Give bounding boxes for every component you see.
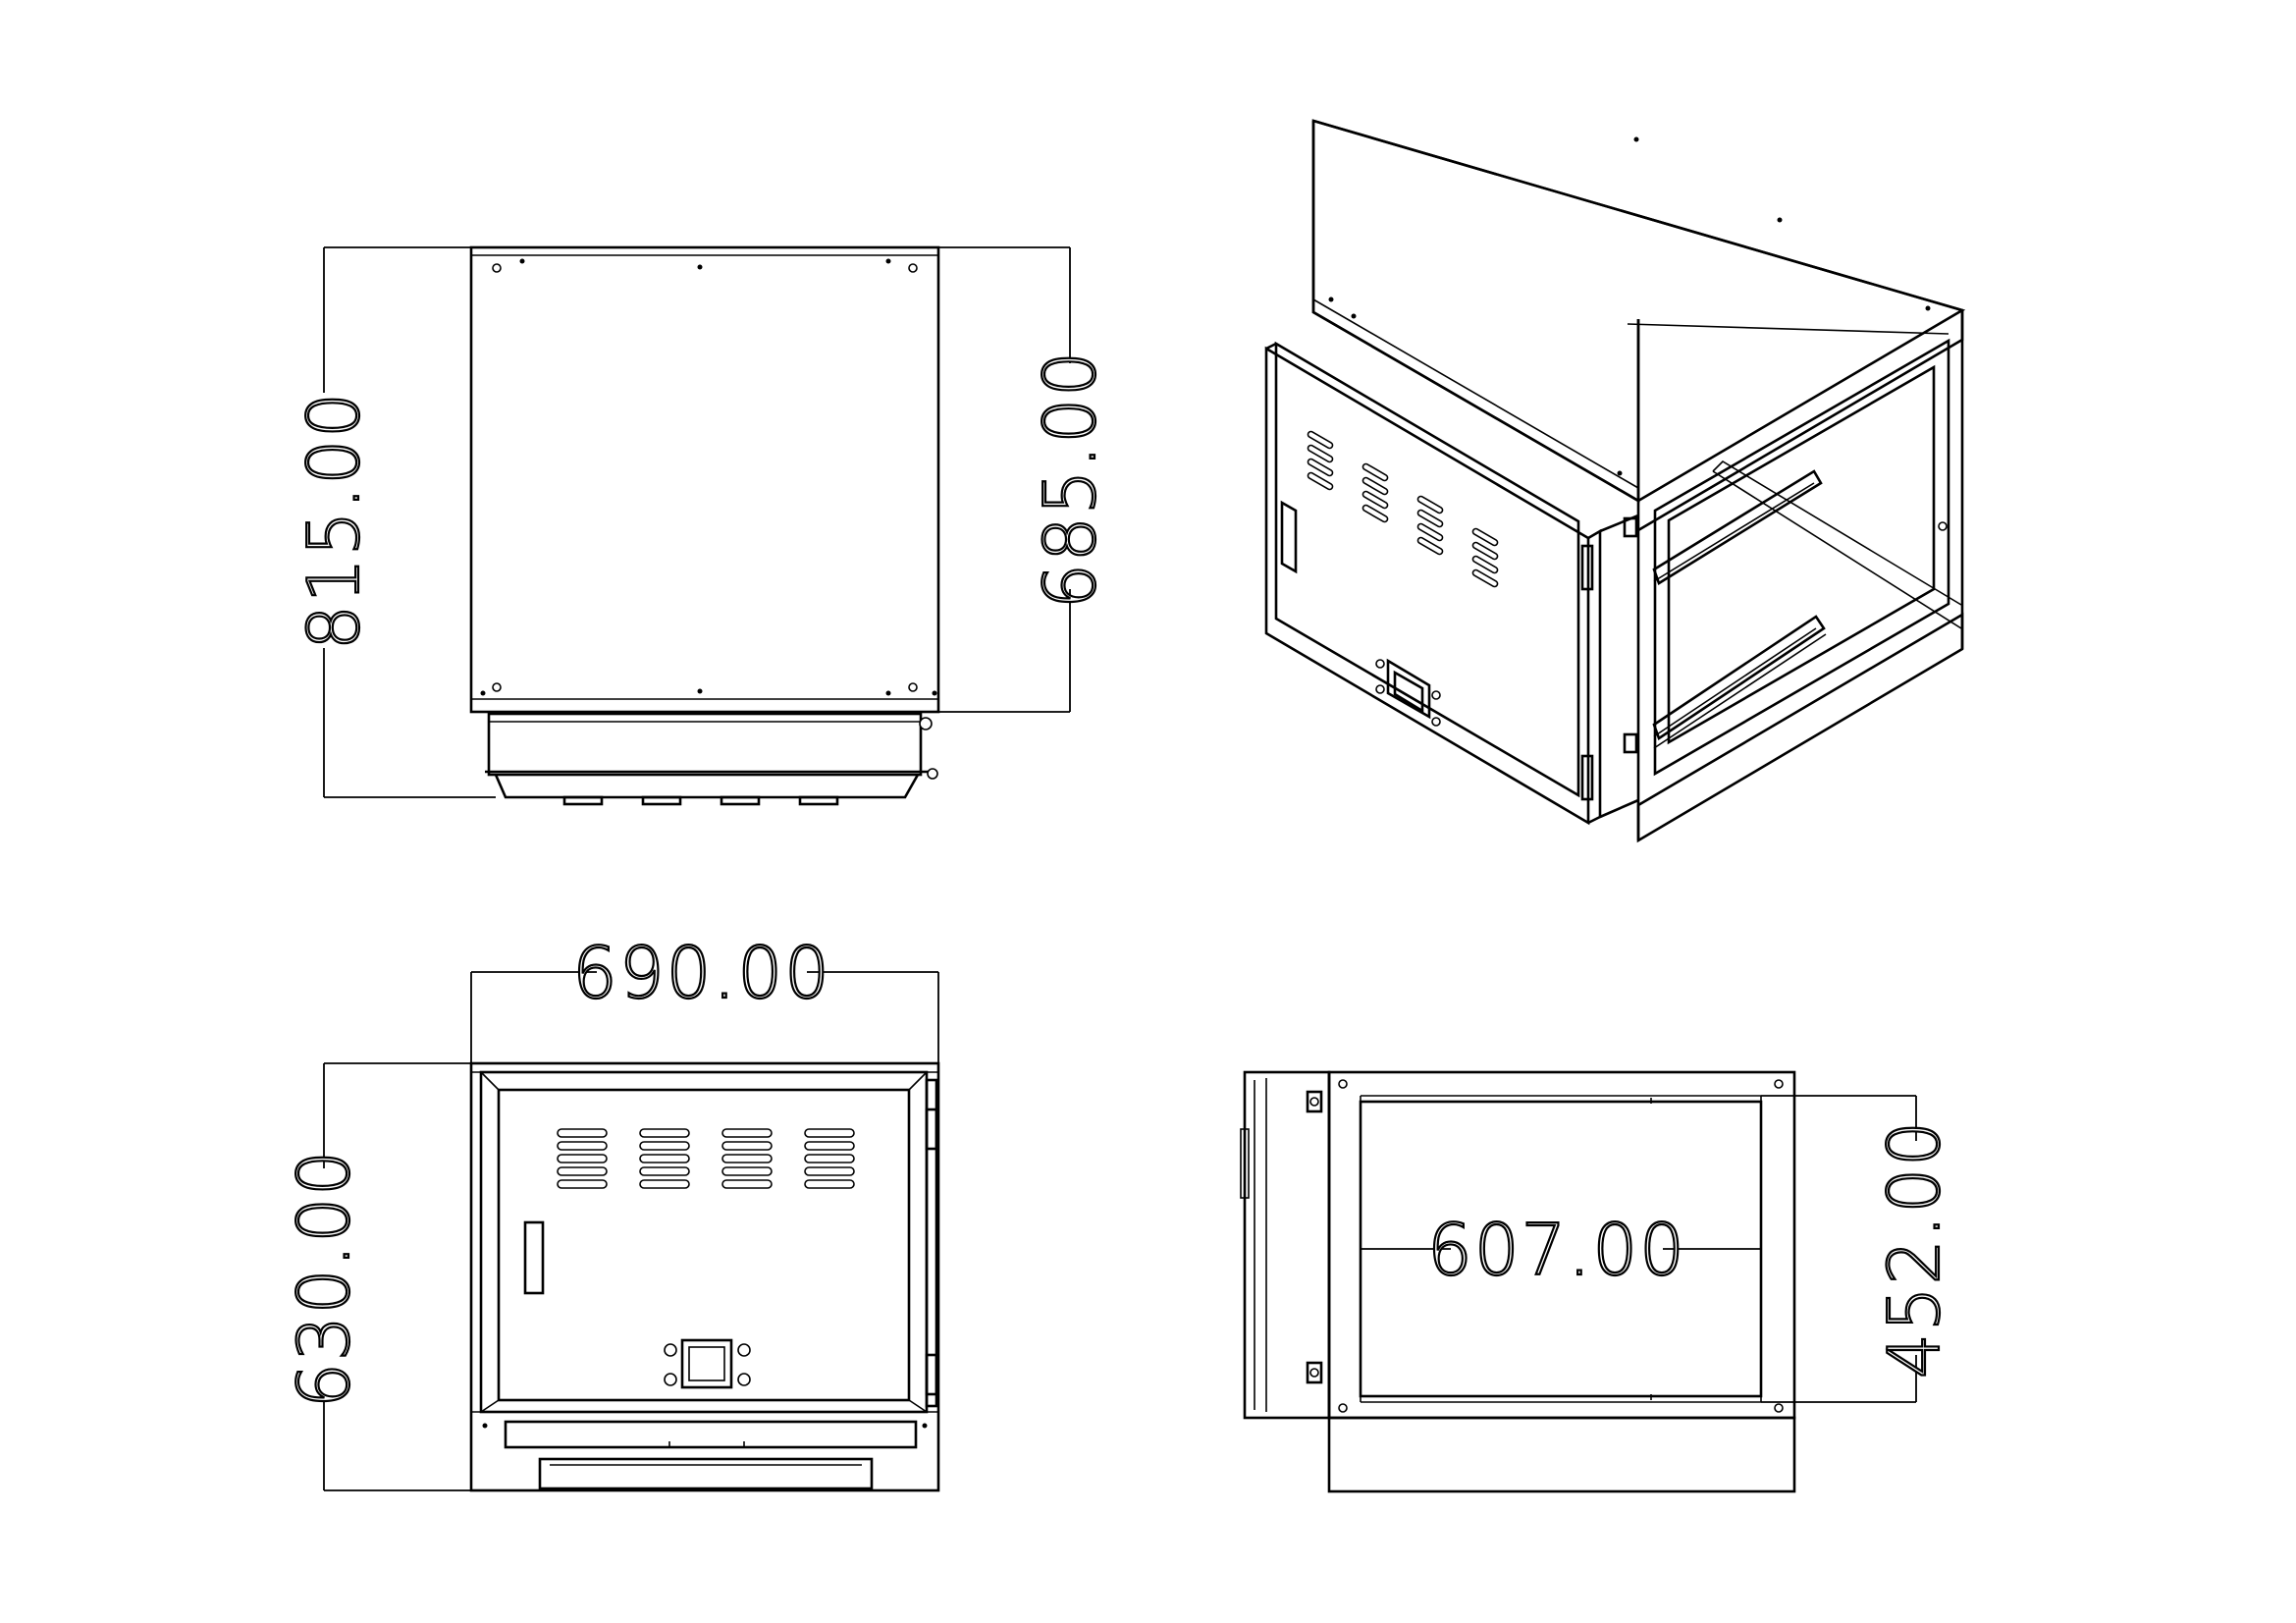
iso-front-door (1264, 341, 1639, 826)
side-view-base (1327, 1416, 1796, 1493)
isometric-view (1264, 119, 1966, 843)
dim-label-452: 452.00 (1873, 1119, 1955, 1379)
front-view-door (471, 1070, 938, 1414)
front-view-dimension-690: 690.00 (470, 931, 939, 1063)
dim-label-690: 690.00 (572, 932, 831, 1014)
dim-label-607: 607.00 (1427, 1209, 1686, 1291)
front-view-control-box (664, 1338, 751, 1389)
top-view-dimension-815: 815.00 (292, 246, 496, 798)
front-view-vents (557, 1128, 855, 1189)
front-view-dimension-630: 630.00 (282, 1062, 481, 1491)
dim-label-815: 815.00 (293, 391, 375, 650)
side-view: 607.00 452.00 (1240, 1070, 1956, 1493)
iso-door-vents (1307, 430, 1499, 588)
side-view-dimension-607: 607.00 (1361, 1208, 1761, 1292)
top-view-dimension-685: 685.00 (938, 246, 1112, 713)
iso-top-face (1311, 119, 1966, 843)
dim-label-685: 685.00 (1029, 350, 1111, 609)
top-view: 815.00 685.00 (292, 245, 1112, 806)
top-view-screw-holes (480, 258, 937, 696)
side-view-door (1240, 1070, 1331, 1420)
top-view-front-panel (485, 712, 938, 806)
front-view-base (482, 1420, 928, 1490)
iso-right-frame (1636, 338, 1964, 840)
dim-label-630: 630.00 (283, 1149, 365, 1408)
front-view: 690.00 630.00 (282, 931, 940, 1492)
side-view-dimension-452: 452.00 (1761, 1095, 1956, 1403)
